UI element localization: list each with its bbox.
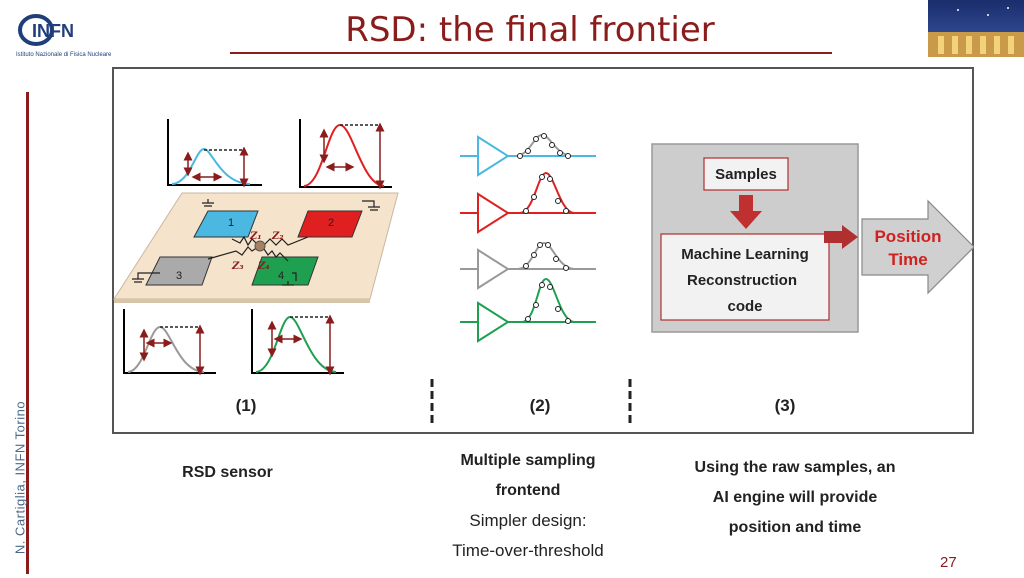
caption-ai-line2: AI engine will provide xyxy=(712,489,878,506)
frontend-channel-1 xyxy=(460,133,596,177)
infn-logo: INFN Istituto Nazionale di Fisica Nuclea… xyxy=(14,12,114,62)
caption-frontend-line4: Time-over-threshold xyxy=(452,541,604,560)
caption-frontend-line1: Multiple sampling xyxy=(460,452,596,469)
impedance-z2: Z₂ xyxy=(271,231,284,242)
pad-2 xyxy=(297,210,363,238)
slide-title: RSD: the final frontier xyxy=(345,10,715,50)
position-time-arrow xyxy=(861,199,974,295)
caption-frontend-line2: frontend xyxy=(495,482,561,499)
ml-line-3: code xyxy=(727,298,762,315)
pad-3 xyxy=(145,256,213,286)
impedance-z4: Z₄ xyxy=(257,261,270,272)
frontend-channel-2 xyxy=(460,171,596,234)
side-rule xyxy=(26,92,29,574)
logo-text: INFN xyxy=(32,21,74,41)
diagram-frame xyxy=(112,67,974,434)
panel-label-2: (2) xyxy=(530,396,551,415)
page-number: 27 xyxy=(940,554,957,571)
impedance-z1: Z₁ xyxy=(249,231,262,242)
title-rule xyxy=(230,52,832,54)
ml-line-1: Machine Learning xyxy=(681,246,809,263)
caption-ai-line3: position and time xyxy=(728,519,862,536)
rsd-diagram: 1 2 3 4 Z₁ Z₂ Z₃ Z₄ xyxy=(113,119,974,427)
caption-ai-engine: Using the raw samples, an AI engine will… xyxy=(660,453,930,543)
rsd-sensor-plate xyxy=(113,192,399,303)
pad-number-4: 4 xyxy=(278,270,284,282)
pad-4 xyxy=(251,256,319,286)
pad-number-3: 3 xyxy=(176,270,182,282)
night-city-photo xyxy=(928,0,1024,57)
ml-engine-box xyxy=(651,143,859,333)
frontend-channel-3 xyxy=(460,241,596,290)
signal-plot-pad1 xyxy=(167,119,262,188)
panel-label-1: (1) xyxy=(236,396,257,415)
pad-number-1: 1 xyxy=(228,217,234,229)
samples-label: Samples xyxy=(715,166,777,183)
ml-line-2: Reconstruction xyxy=(687,272,797,289)
frontend-channel-4 xyxy=(460,277,596,343)
signal-plot-pad2 xyxy=(299,119,392,190)
pad-number-2: 2 xyxy=(328,217,334,229)
logo-subtitle: Istituto Nazionale di Fisica Nucleare xyxy=(16,52,112,58)
author-footer: N. Cartiglia, INFN Torino xyxy=(12,400,28,555)
caption-frontend: Multiple sampling frontend Simpler desig… xyxy=(420,446,636,566)
output-position: Position xyxy=(874,227,941,246)
caption-ai-line1: Using the raw samples, an xyxy=(694,459,896,476)
caption-frontend-line3: Simpler design: xyxy=(469,511,587,530)
impedance-z3: Z₃ xyxy=(231,261,244,272)
panel-label-3: (3) xyxy=(775,396,796,415)
pad-1 xyxy=(193,210,259,238)
signal-plot-pad4 xyxy=(251,309,344,376)
caption-rsd-sensor: RSD sensor xyxy=(182,464,273,481)
signal-plot-pad3 xyxy=(123,309,216,376)
output-time: Time xyxy=(888,250,927,269)
